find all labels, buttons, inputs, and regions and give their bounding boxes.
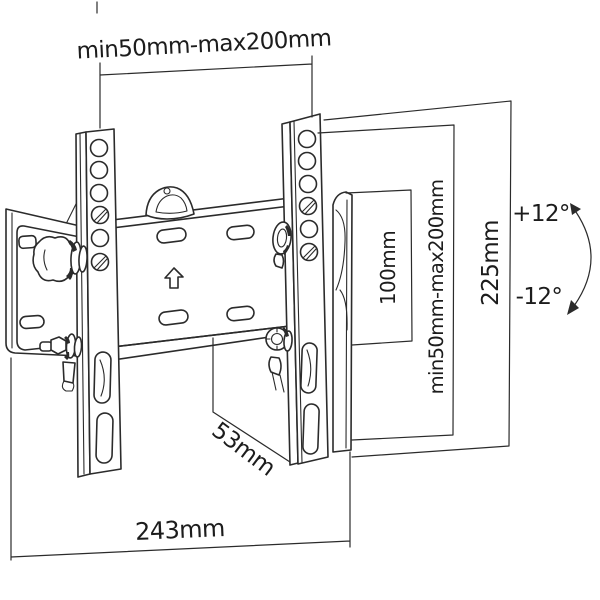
lower-tilt-bolt [39,333,83,392]
hex-bolt [50,336,67,355]
shadow-accent [68,240,77,252]
latch [145,186,195,220]
dimension-height-vesa: min50mm-max200mm [317,124,455,441]
right-lower-knob [265,327,293,393]
hook-tab [273,253,285,269]
right-bracket-fold [293,120,303,464]
link-tab [62,361,76,384]
dimension-lines [10,357,351,561]
arrow-down-icon [567,300,579,315]
wall-plate-top-fold [111,205,291,229]
right-tv-bracket [281,113,329,466]
wall-plate-face [103,197,291,349]
dimension-lines [323,100,512,458]
left-tv-bracket [75,128,122,478]
bracket-slot [302,403,320,455]
bracket-hole [90,228,110,248]
left-end-cap [5,197,81,357]
dim-label-depth: 53mm [207,417,280,481]
bracket-hole [89,183,109,203]
dimension-top-width: min50mm-max200mm [76,1,332,129]
right-upper-washer [272,221,292,269]
link-foot [61,380,75,392]
washer [78,245,88,273]
dimension-bottom-width: 243mm [10,357,351,561]
dim-label-height-inner: 100mm [376,231,400,305]
bracket-slot [93,351,112,404]
screw-slot [301,199,316,215]
dimension-lines [317,124,455,441]
bracket-hole [89,160,109,180]
wall-plate [103,186,291,362]
bracket-slot [95,412,114,464]
dim-label-bottom-width: 243mm [135,514,226,546]
hook-tab [268,356,282,376]
dimension-lines [212,337,291,463]
dimension-lines [96,1,313,129]
tilt-up-label: +12° [512,201,570,227]
knob-shaft [18,234,37,250]
latch-cutout [155,194,188,214]
plate-slot [226,305,255,322]
bracket-hole [298,174,318,194]
up-arrow-icon [164,267,184,289]
knob-inner [270,332,284,346]
bracket-hole [299,219,319,239]
right-side-rail [332,191,353,453]
dim-label-height-vesa: min50mm-max200mm [425,180,448,395]
bracket-hole [297,129,317,149]
screw-slot [93,255,108,271]
shadow-accent [66,268,73,280]
latch-cap [145,186,195,220]
rail-body [332,191,353,453]
shadow-accent [64,336,70,344]
tilt-down-label: -12° [516,284,563,310]
shadow-accent [285,225,291,236]
dimension-height-overall: 225mm [323,100,512,458]
knob-ticks [265,327,278,351]
cap-slot [19,314,45,330]
dim-label-top-width: min50mm-max200mm [76,25,332,64]
slot-detail [306,349,312,387]
upper-tilt-knob [18,234,88,283]
rail-fold [345,199,348,449]
arrow-up-icon [570,203,581,215]
plate-slot [158,309,189,326]
shadow-accent [282,327,289,337]
knob-highlight [43,249,48,271]
link-lines [271,371,285,393]
plate-slot [156,227,187,244]
washer [73,336,83,358]
shadow-accent [283,245,289,255]
dimension-height-inner: 100mm [345,189,413,346]
shadow-accent [64,352,70,360]
washer-inner [276,228,288,248]
slot-detail [99,359,105,397]
left-bracket-flange-line [79,132,85,475]
dim-label-height-overall: 225mm [478,220,504,306]
screw-slot [93,208,108,224]
tilt-arc [573,211,592,307]
bracket-hole [89,138,109,158]
rail-curve-detail [335,209,348,331]
bracket-hole [297,151,317,171]
dimension-lines [345,189,413,346]
plate-slot [226,224,255,241]
screw-slot [302,245,317,261]
tilt-annotation: +12° -12° [512,201,592,315]
latch-screw [163,187,171,195]
cap-profile [5,208,81,357]
bracket-slot [300,342,318,394]
